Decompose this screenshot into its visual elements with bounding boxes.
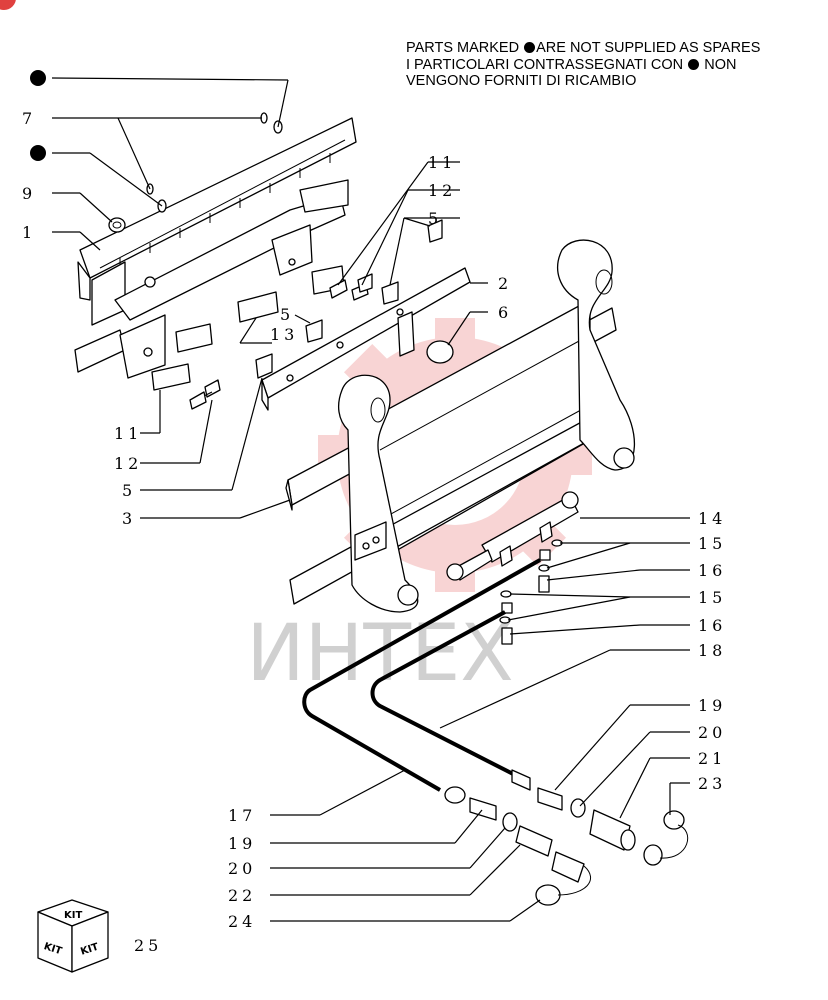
- notice-line2-text: I PARTICOLARI CONTRASSEGNATI CON: [406, 56, 684, 73]
- callout-label: 15: [698, 588, 726, 607]
- callout-label: 6: [498, 303, 512, 322]
- guide-rail-part: [261, 267, 471, 411]
- callout-label: 1: [22, 223, 36, 242]
- callout-label: 5: [280, 305, 294, 324]
- callout-labels-right: 14 15 16 15 16 18 19 20 21 23: [698, 509, 726, 793]
- notice-line3-text: VENGONO FORNITI DI RICAMBIO: [406, 73, 637, 89]
- parts-notice: PARTS MARKED ARE NOT SUPPLIED AS SPARES …: [406, 40, 760, 90]
- kit-right-label: KIT: [79, 942, 100, 958]
- notice-line1-rest: ARE NOT SUPPLIED AS SPARES: [536, 40, 761, 56]
- callout-label: 12: [428, 181, 456, 200]
- callout-label: 17: [228, 806, 256, 825]
- callout-label: 19: [228, 834, 256, 853]
- callout-label: 7: [22, 109, 36, 128]
- callout-label: 19: [698, 696, 726, 715]
- not-supplied-dot-icon: [524, 42, 536, 53]
- notice-line1-text: PARTS MARKED: [406, 40, 520, 56]
- not-supplied-dot-icon: [30, 70, 46, 86]
- callout-label: 5: [428, 209, 442, 228]
- callout-label: 2: [498, 274, 512, 293]
- callout-label: 21: [698, 749, 726, 768]
- kit-number-label: 25: [134, 936, 162, 955]
- callout-label: 23: [698, 774, 726, 793]
- callout-label: 5: [122, 481, 136, 500]
- washer-part: [108, 217, 126, 233]
- callout-label: 15: [698, 534, 726, 553]
- callout-label: 16: [698, 561, 726, 580]
- callout-label: 13: [270, 325, 298, 344]
- leader-lines: [51, 77, 690, 922]
- wear-pad-part: [151, 265, 345, 391]
- callout-label: 9: [22, 184, 36, 203]
- callout-label: 11: [114, 424, 142, 443]
- kit-cube-icon: KIT KIT KIT: [37, 899, 109, 973]
- not-supplied-dot-icon: [688, 58, 700, 70]
- callout-label: 20: [698, 723, 726, 742]
- callout-label: 3: [122, 509, 136, 528]
- seal-part: [499, 539, 563, 624]
- kit-left-label: KIT: [42, 941, 63, 957]
- corner-badge: [0, 0, 16, 10]
- watermark-text: ИНТЕХ: [246, 609, 513, 699]
- plug-part: [426, 340, 454, 364]
- callout-label: 22: [228, 886, 256, 905]
- hydraulic-pipe-part: [302, 558, 541, 804]
- banjo-bolt-part: [501, 549, 551, 645]
- callout-labels-upper: 11 12 5 2 6 5 13: [270, 153, 512, 344]
- callout-label: 12: [114, 454, 142, 473]
- callout-label: 18: [698, 641, 726, 660]
- callout-label: 11: [428, 153, 456, 172]
- callout-label: 14: [698, 509, 726, 528]
- callout-label: 16: [698, 616, 726, 635]
- kit-top-label: KIT: [64, 910, 82, 921]
- upper-frame-part: [74, 117, 357, 379]
- not-supplied-dot-icon: [30, 145, 46, 161]
- notice-line2-rest: NON: [704, 56, 737, 73]
- callout-label: 20: [228, 859, 256, 878]
- hydraulic-cylinder-part: [446, 491, 579, 581]
- coupler-part: [469, 787, 689, 906]
- clip-part: [255, 219, 443, 379]
- callout-label: 24: [228, 912, 256, 931]
- callout-labels-left: 7 9 1 11 12 5 3 17 19 20 22 24: [22, 109, 256, 931]
- carriage-frame-part: [285, 239, 636, 613]
